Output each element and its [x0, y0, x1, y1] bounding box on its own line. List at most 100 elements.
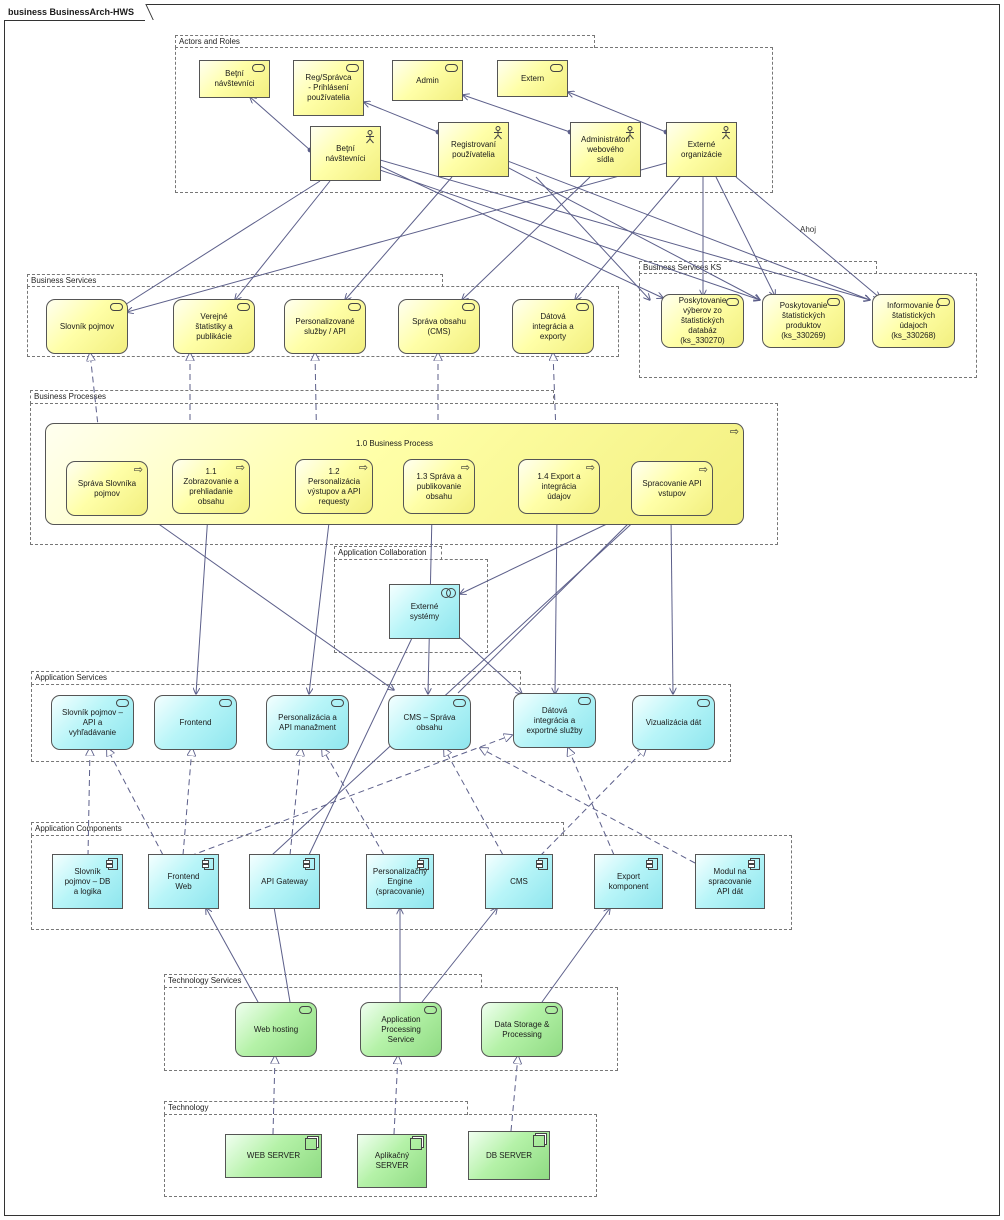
role-admin[interactable]: Admin	[392, 60, 463, 101]
process-1-1[interactable]: ⇨ 1.1 Zobrazovanie a prehliadanie obsahu	[172, 459, 250, 514]
group-business-services-title: Business Services	[27, 274, 443, 287]
process-icon: ⇨	[729, 426, 739, 438]
component-icon	[536, 858, 548, 870]
edge-assign-3	[463, 95, 570, 132]
process-label: Správa Slovníka pojmov	[77, 478, 137, 498]
collab-externe-systemy[interactable]: Externé systémy	[389, 584, 460, 639]
component-label: Export komponent	[608, 871, 649, 891]
component-label: CMS	[510, 876, 528, 886]
component-cms[interactable]: CMS	[485, 854, 553, 909]
edge-cr5	[289, 748, 301, 856]
collaboration-icon	[441, 588, 456, 598]
process-1-4[interactable]: ⇨ 1.4 Export a integrácia údajov	[518, 459, 600, 514]
node-label: DB SERVER	[485, 1150, 533, 1160]
ksservice-informovanie[interactable]: Informovanie o štatistických údajoch (ks…	[872, 294, 955, 348]
actor-bezni[interactable]: Beţní návštevníci	[310, 126, 381, 181]
aservice-vizualizacia[interactable]: Vizualizácia dát	[632, 695, 715, 750]
component-label: Slovník pojmov – DB a logika	[64, 866, 111, 896]
edge-p5	[555, 513, 557, 694]
process-main[interactable]: ⇨ 1.0 Business Process	[45, 423, 744, 525]
node-db-server[interactable]: DB SERVER	[468, 1131, 550, 1180]
collab-label: Externé systémy	[409, 601, 440, 621]
tservice-data-storage[interactable]: Data Storage & Processing	[481, 1002, 563, 1057]
process-api-vstupov[interactable]: ⇨ Spracovanie API vstupov	[631, 461, 713, 516]
component-icon	[106, 858, 118, 870]
process-icon: ⇨	[358, 462, 368, 474]
node-web-server[interactable]: WEB SERVER	[225, 1134, 322, 1178]
edge-p6	[671, 515, 673, 694]
role-extern[interactable]: Extern	[497, 60, 568, 97]
service-icon	[219, 699, 232, 707]
group-business-processes-title: Business Processes	[30, 390, 554, 404]
component-icon	[303, 858, 315, 870]
actor-registrovani[interactable]: Registrovaní používatelia	[438, 122, 509, 177]
edge-t2	[272, 895, 291, 1003]
component-icon	[202, 858, 214, 870]
edge-cr9	[568, 748, 615, 856]
service-label: Dátová integrácia a exporty	[532, 311, 574, 341]
service-label: Vizualizácia dát	[645, 717, 702, 727]
bservice-datova[interactable]: Dátová integrácia a exporty	[512, 299, 594, 354]
group-business-services	[27, 286, 619, 357]
edge-p1	[142, 512, 394, 690]
actor-icon	[366, 130, 374, 144]
group-app-services	[31, 684, 731, 762]
node-label: WEB SERVER	[246, 1151, 301, 1160]
bservice-slovnik[interactable]: Slovník pojmov	[46, 299, 128, 354]
service-label: Dátová integrácia a exportné služby	[526, 705, 583, 735]
bservice-verejne[interactable]: Verejné štatistiky a publikácie	[173, 299, 255, 354]
tservice-web-hosting[interactable]: Web hosting	[235, 1002, 317, 1057]
process-sprava-slovnika[interactable]: ⇨ Správa Slovníka pojmov	[66, 461, 148, 516]
service-icon	[576, 303, 589, 311]
component-icon	[748, 858, 760, 870]
aservice-slovnik-api[interactable]: Slovník pojmov – API a vyhľadávanie	[51, 695, 134, 750]
component-api-gateway[interactable]: API Gateway	[249, 854, 320, 909]
service-icon	[110, 303, 123, 311]
component-modul-api[interactable]: Modul na spracovanie API dát	[695, 854, 765, 909]
edge-a11	[127, 161, 671, 312]
service-icon	[462, 303, 475, 311]
bservice-sprava-cms[interactable]: Správa obsahu (CMS)	[398, 299, 480, 354]
edge-a5	[379, 159, 870, 300]
group-tech-services-title: Technology Services	[164, 974, 482, 988]
service-label: Poskytovanie výberov zo štatistických da…	[678, 296, 727, 345]
node-app-server[interactable]: Aplikačný SERVER	[357, 1134, 427, 1188]
group-actors	[175, 47, 773, 193]
process-icon: ⇨	[133, 464, 143, 476]
edge-label-ahoj: Ahoj	[800, 225, 816, 234]
aservice-cms[interactable]: CMS – Správa obsahu	[388, 695, 471, 750]
edge-a1	[120, 180, 321, 308]
service-icon	[545, 1006, 558, 1014]
component-icon	[646, 858, 658, 870]
process-1-3[interactable]: ⇨ 1.3 Správa a publikovanie obsahu	[403, 459, 475, 514]
node-icon	[305, 1138, 317, 1150]
service-icon	[348, 303, 361, 311]
service-label: Application Processing Service	[381, 1014, 421, 1044]
service-label: Poskytovanie štatistických produktov (ks…	[779, 301, 828, 340]
bservice-personalizovane[interactable]: Personalizované služby / API	[284, 299, 366, 354]
component-slovnik-db[interactable]: Slovník pojmov – DB a logika	[52, 854, 123, 909]
aservice-datova[interactable]: Dátová integrácia a exportné služby	[513, 693, 596, 748]
tservice-app-processing[interactable]: Application Processing Service	[360, 1002, 442, 1057]
component-engine[interactable]: Personalizačný Engine (spracovanie)	[366, 854, 434, 909]
process-label: Spracovanie API vstupov	[642, 478, 702, 498]
service-label: Správa obsahu (CMS)	[412, 316, 466, 336]
role-reg-spravca[interactable]: Reg/Správca - Prihlásení používatelia	[293, 60, 364, 116]
process-1-2[interactable]: ⇨ 1.2 Personalizácia výstupov a API requ…	[295, 459, 373, 514]
component-export[interactable]: Export komponent	[594, 854, 663, 909]
aservice-frontend[interactable]: Frontend	[154, 695, 237, 750]
ksservice-produkty[interactable]: Poskytovanie štatistických produktov (ks…	[762, 294, 845, 348]
role-bezni[interactable]: Beţní návštevníci	[199, 60, 270, 98]
group-actors-title: Actors and Roles	[175, 35, 595, 48]
edge-t5	[541, 908, 610, 1003]
aservice-personalizacia[interactable]: Personalizácia a API manažment	[266, 695, 349, 750]
group-app-components-title: Application Components	[31, 822, 564, 836]
edge-cr1	[88, 748, 90, 857]
actor-administratori[interactable]: Administrátori webového sídla	[570, 122, 641, 177]
component-frontend-web[interactable]: Frontend Web	[148, 854, 219, 909]
actor-externe[interactable]: Externé organizácie	[666, 122, 737, 177]
ksservice-vyber[interactable]: Poskytovanie výberov zo štatistických da…	[661, 294, 744, 348]
node-icon	[533, 1135, 545, 1147]
component-label: Modul na spracovanie API dát	[708, 866, 752, 896]
